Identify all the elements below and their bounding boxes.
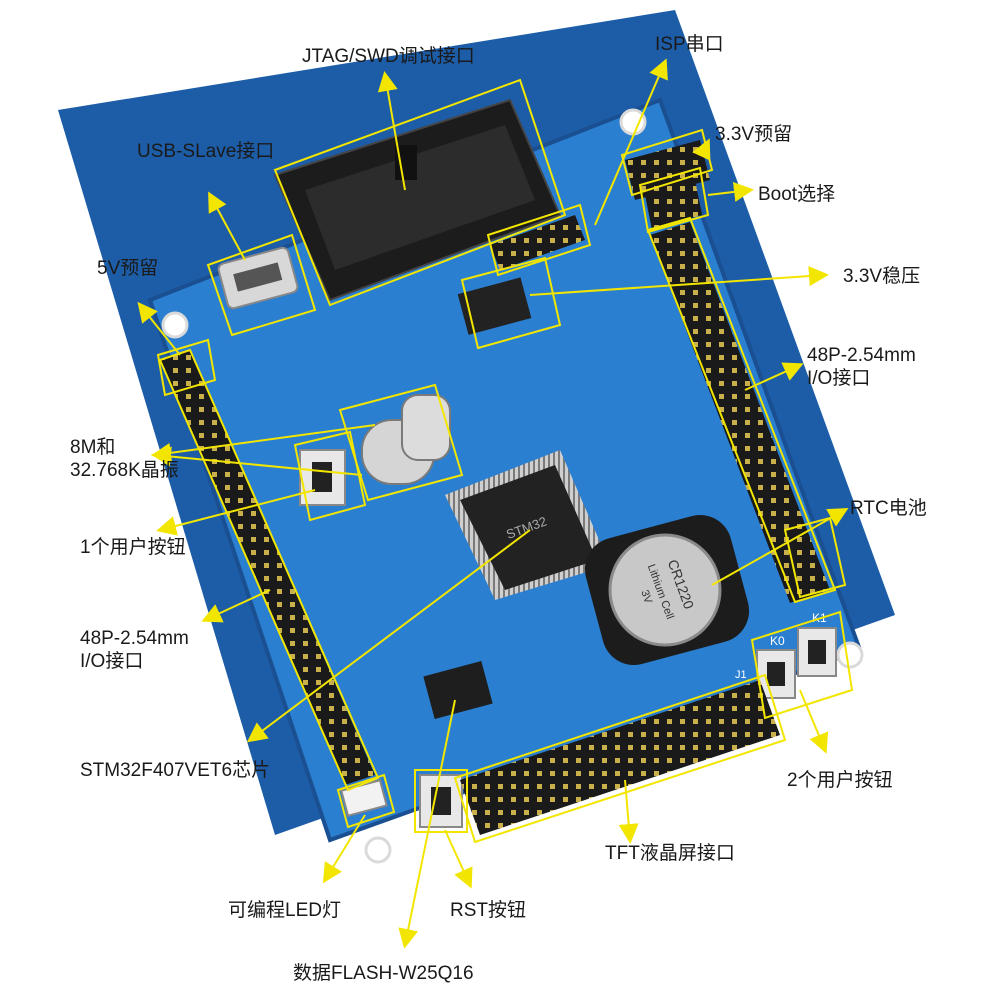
arrow-rtc <box>711 508 849 586</box>
box-regulator <box>460 256 562 350</box>
box-usb <box>206 233 317 337</box>
box-user-buttons-2 <box>750 610 854 720</box>
label-user-button: 1个用户按钮 <box>80 537 186 558</box>
label-right-io-line2: I/O接口 <box>807 367 871 389</box>
usb-connector <box>217 246 299 310</box>
rtc-battery-holder: CR1220 Lithium Cell 3V <box>584 514 750 666</box>
arrow-led <box>322 814 366 884</box>
mount-hole <box>619 108 647 136</box>
box-led <box>336 773 396 829</box>
annotation-arrows <box>137 58 849 949</box>
tft-header: J1 <box>460 669 780 835</box>
label-jtag: JTAG/SWD调试接口 <box>302 46 475 67</box>
arrow-flash <box>398 699 456 949</box>
arrow-right-io <box>744 362 804 391</box>
arrow-jtag <box>377 71 406 191</box>
annotation-boxes <box>156 78 854 844</box>
box-rtc <box>783 516 847 599</box>
box-rst <box>414 769 468 833</box>
label-boot: Boot选择 <box>758 184 836 205</box>
battery-voltage: 3V <box>638 588 654 605</box>
box-jtag <box>273 78 567 307</box>
label-left-io: 48P-2.54mm I/O接口 <box>80 628 189 674</box>
label-led: 可编程LED灯 <box>228 900 341 921</box>
arrow-usb <box>208 191 246 261</box>
arrow-btn2 <box>799 689 829 754</box>
arrow-crystal-a <box>151 424 376 463</box>
mount-hole <box>364 836 392 864</box>
arrow-rst <box>444 829 473 889</box>
label-crystal-line1: 8M和 <box>70 437 116 458</box>
left-button-switch <box>299 449 346 506</box>
box-tft <box>453 673 787 844</box>
label-3v3-reserve: 3.3V预留 <box>715 124 793 145</box>
arrow-mcu <box>246 529 531 743</box>
box-boot <box>638 166 710 234</box>
arrow-reg <box>529 266 829 296</box>
arrow-3v3 <box>692 138 711 161</box>
label-isp: ISP串口 <box>655 34 724 55</box>
box-right-io <box>646 216 837 604</box>
label-left-io-line1: 48P-2.54mm <box>80 628 189 649</box>
right-io-header <box>650 222 830 603</box>
box-isp <box>486 203 592 277</box>
arrow-5v <box>137 301 181 356</box>
arrow-crystal-b <box>151 446 363 476</box>
label-left-io-line2: I/O接口 <box>80 650 144 672</box>
regulator <box>457 277 532 335</box>
label-rst: RST按钮 <box>450 900 527 921</box>
label-right-io-line1: 48P-2.54mm <box>807 345 916 366</box>
isp-header <box>490 215 585 270</box>
boot-header <box>625 140 710 230</box>
arrow-tft <box>618 779 639 844</box>
arrow-left-io <box>201 589 271 623</box>
silk-k0: K0 <box>770 634 785 648</box>
label-tft: TFT液晶屏接口 <box>605 843 735 864</box>
box-5v-reserve <box>156 338 217 397</box>
label-user-buttons-2: 2个用户按钮 <box>787 770 893 791</box>
mount-hole <box>836 641 864 669</box>
silk-j1: J1 <box>735 669 747 681</box>
box-3v3-reserve <box>620 128 714 197</box>
label-5v-reserve: 5V预留 <box>97 258 159 279</box>
arrow-isp <box>594 58 668 226</box>
mcu-chip: STM32 <box>445 450 610 600</box>
label-rtc: RTC电池 <box>850 498 927 519</box>
box-user-button <box>293 430 367 522</box>
label-mcu: STM32F407VET6芯片 <box>80 760 271 781</box>
crystals <box>361 394 451 485</box>
flash-chip <box>423 660 493 720</box>
mount-hole <box>161 311 189 339</box>
label-3v3-regulator: 3.3V稳压 <box>843 266 921 287</box>
arrow-user-btn <box>156 489 316 536</box>
label-right-io: 48P-2.54mm I/O接口 <box>807 345 916 391</box>
arrow-boot <box>707 181 754 202</box>
left-io-header <box>160 350 375 785</box>
label-crystal-line2: 32.768K晶振 <box>70 459 179 481</box>
label-usb: USB-SLave接口 <box>137 141 275 162</box>
label-crystal: 8M和 32.768K晶振 <box>70 437 179 483</box>
label-flash: 数据FLASH-W25Q16 <box>293 963 474 984</box>
